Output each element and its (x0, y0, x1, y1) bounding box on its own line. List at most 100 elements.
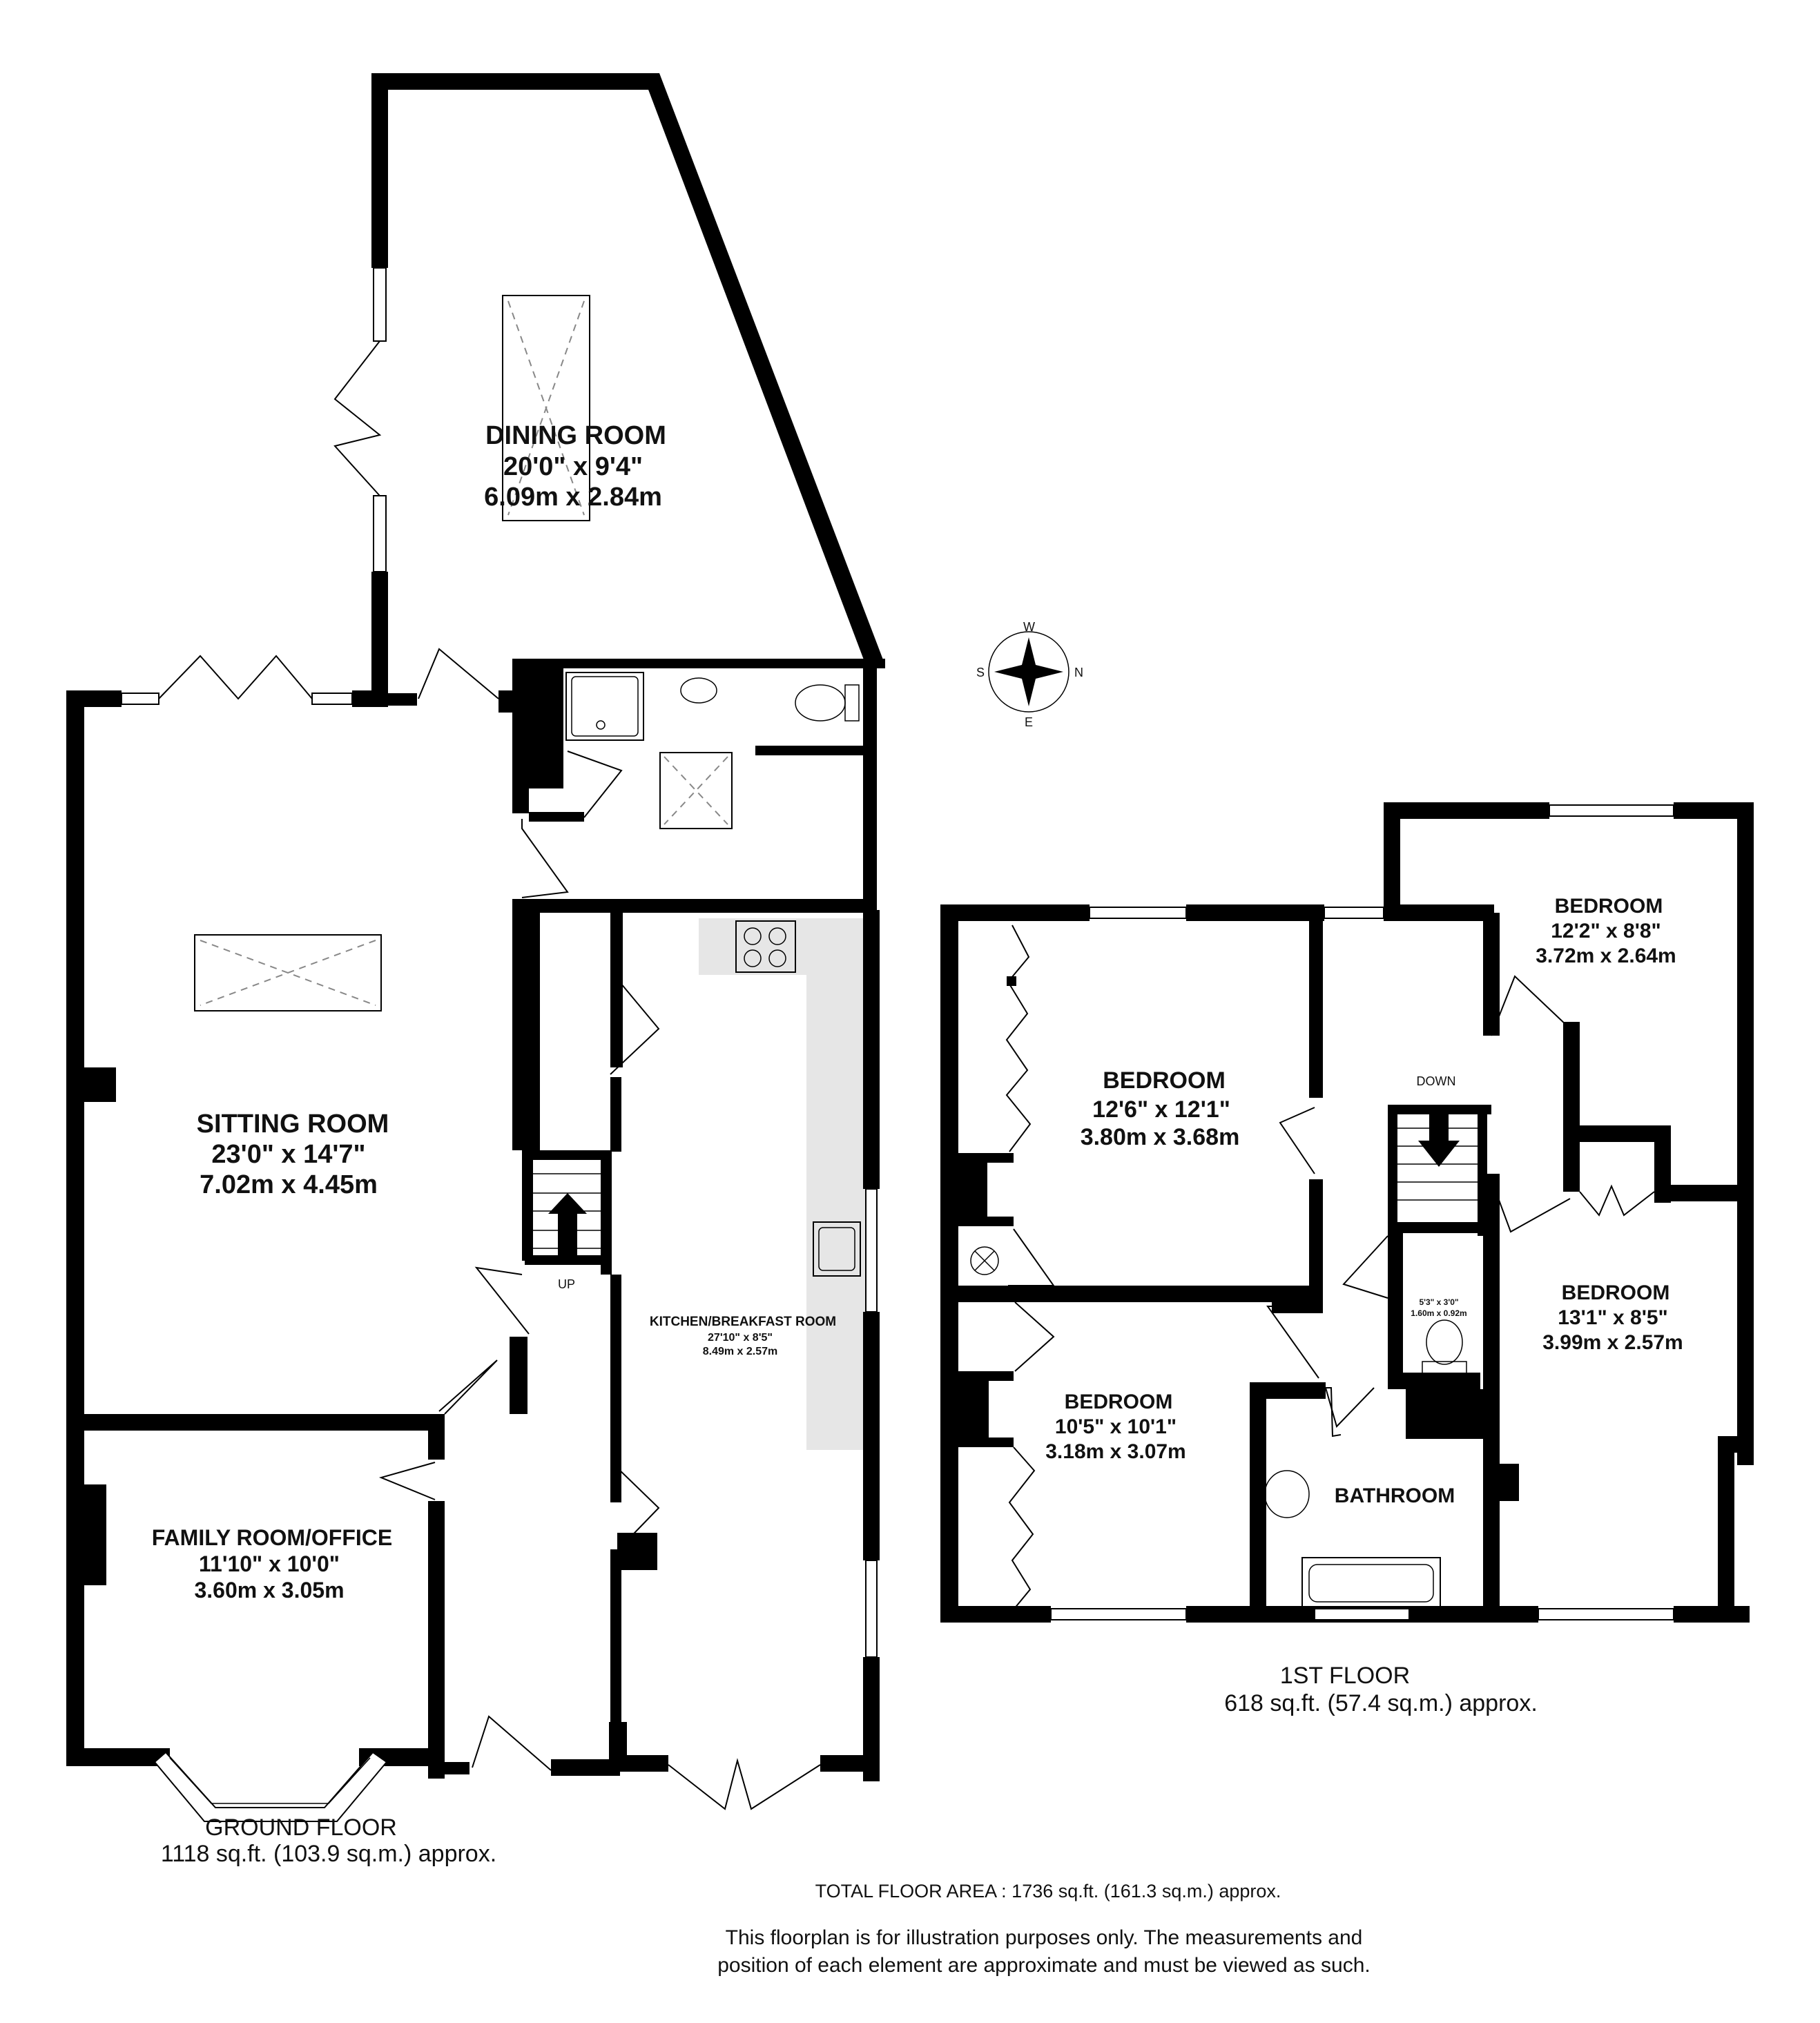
kitchen-window-lower (865, 1560, 878, 1658)
bed1-metric: 3.80m x 3.68m (1081, 1124, 1240, 1150)
under-stair-door (474, 1266, 530, 1335)
sitting-hall-door (438, 1359, 498, 1415)
dining-room-walls (333, 73, 884, 696)
sitting-rooflight (194, 934, 382, 1012)
compass-south-label: S (976, 666, 985, 679)
bed4-door (1496, 1194, 1571, 1233)
bay-window (153, 1751, 388, 1822)
first-floor-plan (940, 802, 1754, 1623)
family-room-door (378, 1462, 436, 1500)
shower-tray (659, 752, 733, 829)
family-room-metric: 3.60m x 3.05m (194, 1578, 344, 1603)
wc-metric: 1.60m x 0.92m (1411, 1308, 1466, 1318)
dining-room-imperial: 20'0" x 9'4" (503, 452, 643, 481)
bathroom-name: BATHROOM (1335, 1484, 1455, 1507)
sitting-room-imperial: 23'0" x 14'7" (211, 1140, 365, 1169)
bed1-wardrobe-doors (1005, 925, 1032, 1152)
bed2-door (1491, 975, 1568, 1036)
compass-rose-icon: N E S W (976, 620, 1083, 729)
sitting-french-doors (158, 655, 313, 700)
dining-side-doors (333, 340, 382, 496)
hall-and-kitchen-walls (474, 902, 880, 1810)
sitting-room-metric: 7.02m x 4.45m (200, 1170, 378, 1199)
family-room-imperial: 11'10" x 10'0" (199, 1551, 340, 1576)
bed3-window (1050, 1608, 1187, 1620)
dining-rooflight (502, 295, 590, 521)
bathroom-basin-icon (1264, 1470, 1310, 1518)
sink-icon (813, 1221, 861, 1277)
bed3-imperial: 10'5" x 10'1" (1055, 1415, 1177, 1438)
stair-down-arrow-icon (1418, 1107, 1460, 1167)
kitchen-worktop-side (806, 918, 869, 1450)
stair-flight-ground (522, 1150, 612, 1275)
ground-stair-label: UP (558, 1277, 575, 1291)
bed1-imperial: 12'6" x 12'1" (1092, 1096, 1230, 1123)
compass-west-label: W (1023, 620, 1035, 634)
bed2-window (1549, 804, 1674, 817)
bed4-window (1538, 1608, 1674, 1620)
footer-text: TOTAL FLOOR AREA : 1736 sq.ft. (161.3 sq… (717, 1881, 1371, 1977)
sitting-room-name: SITTING ROOM (197, 1110, 389, 1139)
stair-flight-first (1388, 1105, 1491, 1236)
ground-floor-room-labels: DINING ROOM 20'0" x 9'4" 6.09m x 2.84m S… (152, 421, 836, 1867)
first-floor-room-labels: BEDROOM 12'6" x 12'1" 3.80m x 3.68m BEDR… (1045, 895, 1683, 1716)
bed4-name: BEDROOM (1562, 1281, 1670, 1304)
bathroom-window (1314, 1608, 1412, 1620)
compass-east-label: E (1025, 715, 1033, 729)
utility-block (498, 659, 885, 913)
bed2-imperial: 12'2" x 8'8" (1551, 920, 1661, 942)
toilet-icon (795, 684, 860, 722)
sitting-window-right (311, 693, 353, 705)
bed4-imperial: 13'1" x 8'5" (1558, 1306, 1668, 1329)
family-room-walls (66, 1337, 620, 1822)
kitchen-name: KITCHEN/BREAKFAST ROOM (650, 1315, 836, 1329)
hob-icon (735, 920, 796, 973)
wc-door (1342, 1235, 1388, 1299)
ground-floor-area: 1118 sq.ft. (103.9 sq.m.) approx. (161, 1841, 496, 1867)
bed1-door (1279, 1107, 1315, 1174)
sitting-room-walls (66, 648, 499, 1433)
dining-window-upper (373, 267, 387, 342)
kitchen-cupboard-door (610, 978, 660, 1075)
compass-north-label: N (1074, 666, 1083, 679)
bed4-metric: 3.99m x 2.57m (1542, 1331, 1683, 1354)
bed3-door (1266, 1306, 1319, 1379)
dining-room-name: DINING ROOM (485, 421, 666, 450)
total-floor-area: TOTAL FLOOR AREA : 1736 sq.ft. (161.3 sq… (815, 1881, 1281, 1901)
kitchen-imperial: 27'10" x 8'5" (708, 1332, 773, 1344)
sitting-window-left (121, 693, 159, 705)
ground-floor-label: GROUND FLOOR (205, 1814, 397, 1841)
utility-door (521, 819, 569, 898)
bed3-metric: 3.18m x 3.07m (1045, 1440, 1185, 1463)
bed1-window (1089, 907, 1187, 919)
stair-arrow-icon (548, 1193, 587, 1257)
kitchen-french-doors (668, 1758, 821, 1810)
utility-cupboard-door (567, 751, 623, 818)
sitting-to-dining-door (418, 648, 499, 699)
dining-room-metric: 6.09m x 2.84m (484, 483, 662, 512)
front-door (472, 1715, 552, 1771)
family-room-name: FAMILY ROOM/OFFICE (152, 1525, 392, 1550)
dining-window-lower (373, 495, 387, 572)
bed4-cupboard-doors (1579, 1184, 1655, 1217)
first-stair-label: DOWN (1417, 1074, 1456, 1088)
bed3-name: BEDROOM (1065, 1391, 1173, 1413)
first-floor-area: 618 sq.ft. (57.4 sq.m.) approx. (1224, 1690, 1538, 1716)
kitchen-window-upper (865, 1188, 878, 1313)
disclaimer-line-2: position of each element are approximate… (717, 1954, 1371, 1977)
bed2-metric: 3.72m x 2.64m (1536, 945, 1676, 967)
bed3-wardrobe-door-upper (1014, 1301, 1055, 1372)
kitchen-metric: 8.49m x 2.57m (703, 1346, 778, 1357)
basin-icon (680, 677, 717, 704)
wc-toilet-icon (1422, 1319, 1467, 1375)
bed3-wardrobe-doors (1008, 1446, 1036, 1614)
boiler-icon (970, 1246, 999, 1275)
bed2-name: BEDROOM (1555, 895, 1663, 918)
utility-sink-icon (565, 672, 644, 741)
bed1-name: BEDROOM (1103, 1067, 1226, 1094)
wc-imperial: 5'3" x 3'0" (1419, 1297, 1458, 1307)
disclaimer-line-1: This floorplan is for illustration purpo… (726, 1926, 1363, 1949)
ground-floor-plan (66, 73, 885, 1822)
